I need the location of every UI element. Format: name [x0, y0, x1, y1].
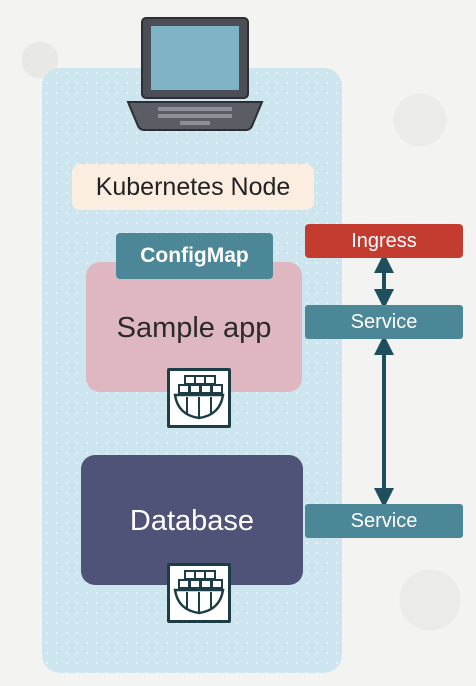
container-pod-icon: [167, 368, 231, 428]
laptop-icon: [126, 17, 264, 131]
configmap-box: ConfigMap: [116, 233, 273, 279]
database-label: Database: [129, 505, 255, 537]
container-pod-icon: [167, 563, 231, 623]
service-box-database: Service: [305, 504, 463, 538]
service-box-app: Service: [305, 305, 463, 339]
sample-app-label: Sample app: [116, 312, 272, 344]
kubernetes-node-label: Kubernetes Node: [72, 164, 314, 210]
ingress-box: Ingress: [305, 224, 463, 258]
